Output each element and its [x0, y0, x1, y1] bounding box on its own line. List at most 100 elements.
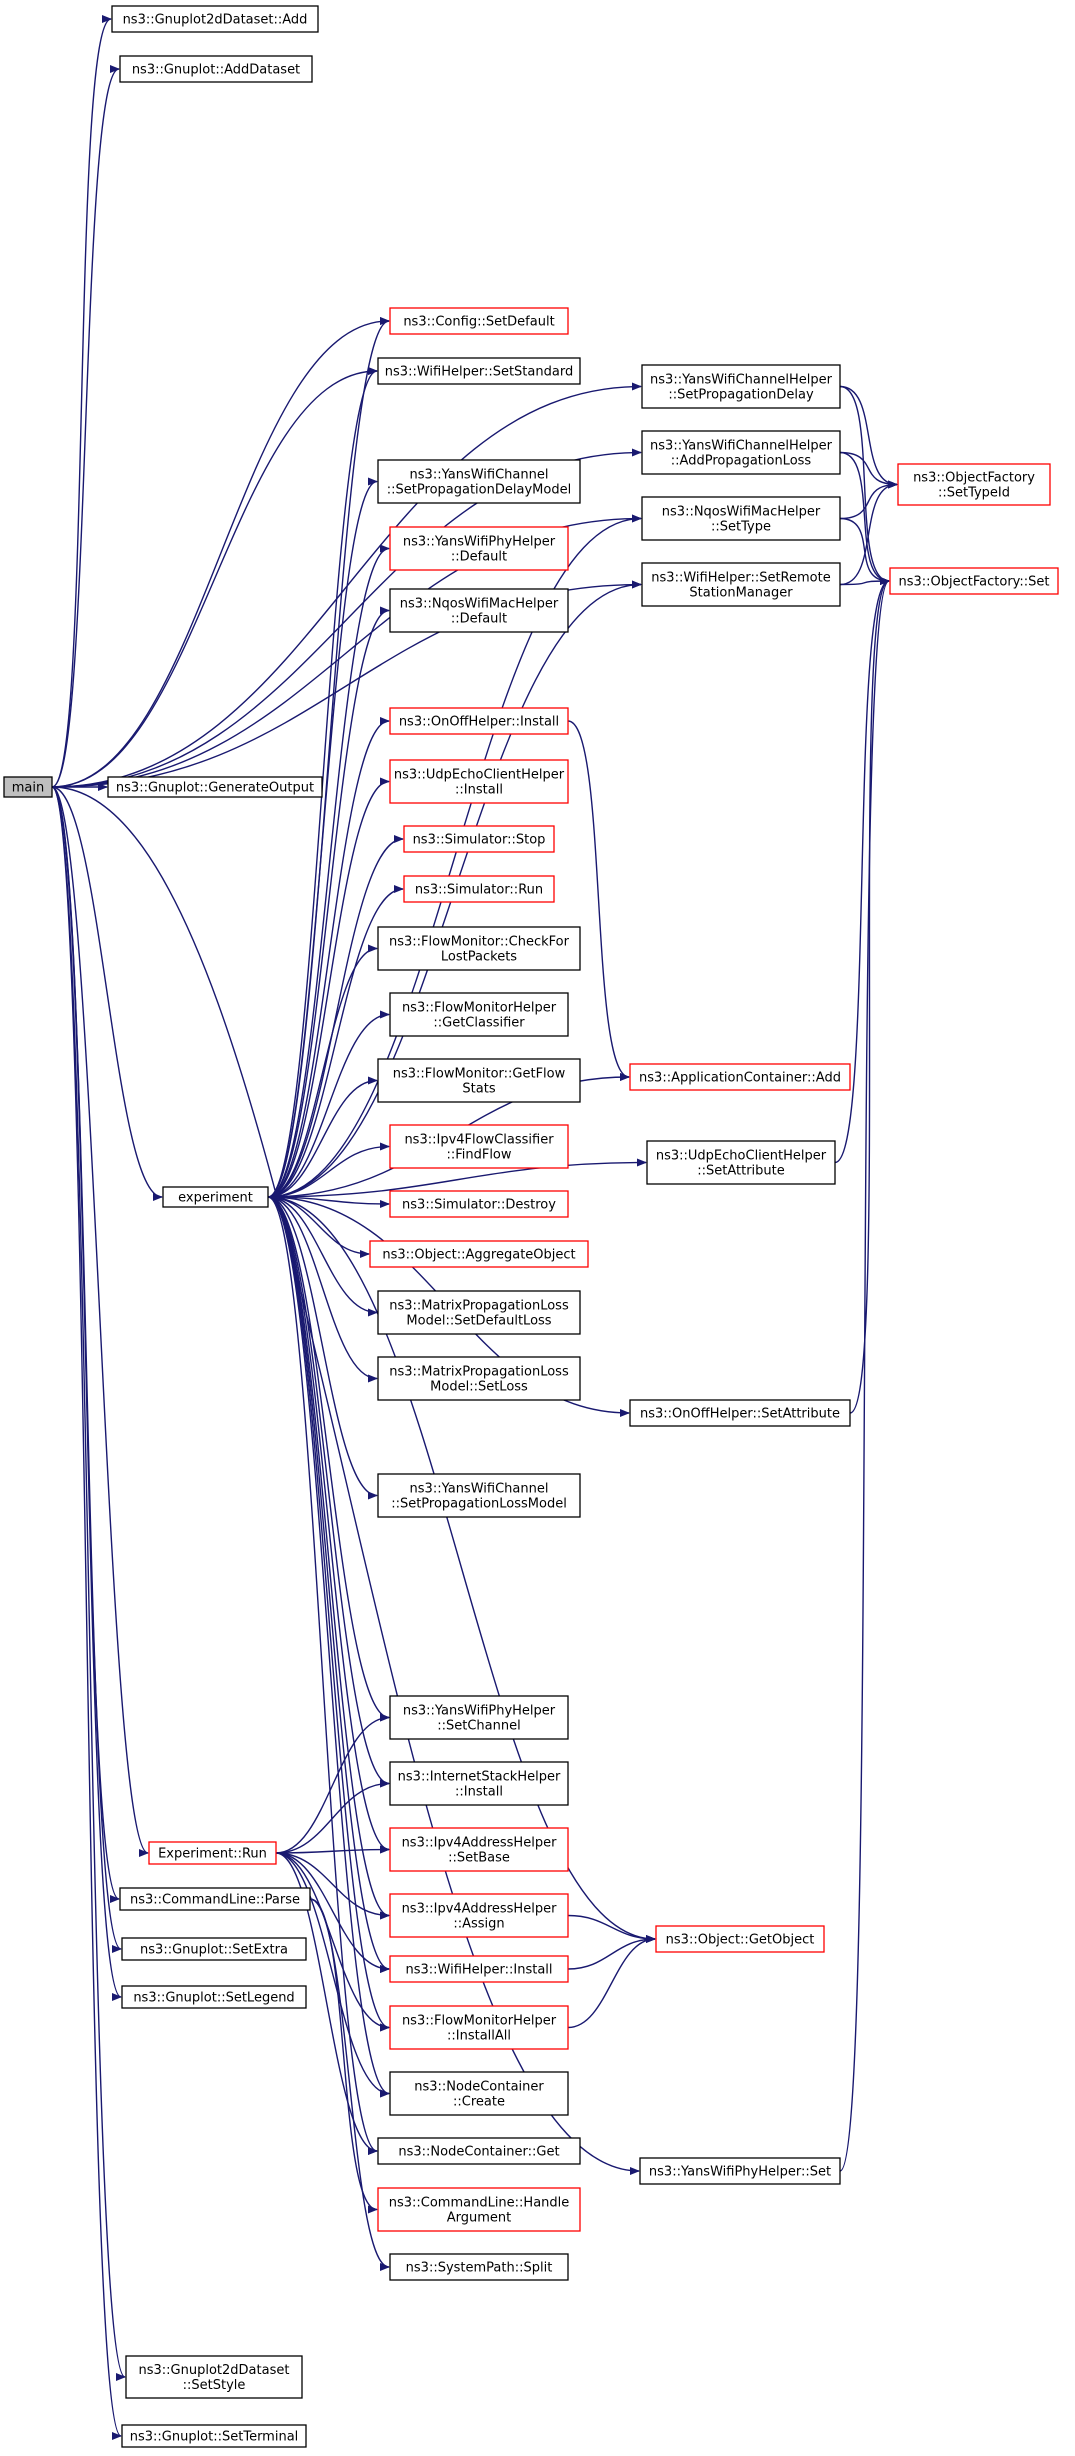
- node-of_set[interactable]: ns3::ObjectFactory::Set: [889, 567, 1059, 595]
- node-g2d_setstyle[interactable]: ns3::Gnuplot2dDataset::SetStyle: [125, 2355, 303, 2399]
- node-exp_run[interactable]: Experiment::Run: [148, 1841, 277, 1865]
- node-main[interactable]: main: [3, 776, 53, 798]
- node-wifi_install[interactable]: ns3::WifiHelper::Install: [389, 1955, 569, 1983]
- edge-main-to-g2d_add: [51, 15, 112, 788]
- node-onoff_install[interactable]: ns3::OnOffHelper::Install: [389, 707, 569, 735]
- edge-experiment-to-udpech_install: [267, 777, 390, 1198]
- node-box: [111, 5, 319, 33]
- node-label: ns3::YansWifiChannel: [410, 1482, 549, 1497]
- node-gp_adddataset[interactable]: ns3::Gnuplot::AddDataset: [119, 55, 313, 83]
- node-box: [107, 776, 323, 798]
- node-ish_install[interactable]: ns3::InternetStackHelper::Install: [389, 1761, 569, 1806]
- node-label: ::SetPropagationDelayModel: [387, 483, 571, 498]
- node-ywc_setpdm[interactable]: ns3::YansWifiChannel::SetPropagationDela…: [377, 459, 581, 504]
- node-box: [641, 562, 841, 607]
- node-ipv4ah_assign[interactable]: ns3::Ipv4AddressHelper::Assign: [389, 1893, 569, 1938]
- edge-experiment-to-ish_install: [267, 1196, 390, 1788]
- edge-experiment-to-sim_stop: [267, 835, 404, 1198]
- node-sim_run[interactable]: ns3::Simulator::Run: [403, 875, 555, 903]
- node-of_settypeid[interactable]: ns3::ObjectFactory::SetTypeId: [897, 463, 1051, 506]
- node-label: ::SetChannel: [437, 1719, 520, 1734]
- node-label: ::Default: [451, 550, 507, 565]
- node-fmh_getclass[interactable]: ns3::FlowMonitorHelper::GetClassifier: [389, 992, 569, 1037]
- node-obj_aggregate[interactable]: ns3::Object::AggregateObject: [369, 1240, 589, 1268]
- node-box: [377, 1473, 581, 1518]
- node-box: [646, 1140, 836, 1185]
- node-label: ns3::MatrixPropagationLoss: [389, 1299, 569, 1314]
- node-udpech_setattr[interactable]: ns3::UdpEchoClientHelper::SetAttribute: [646, 1140, 836, 1185]
- node-label: StationManager: [689, 586, 793, 601]
- edge-main-to-gp_adddataset: [51, 65, 120, 788]
- node-fmh_installall[interactable]: ns3::FlowMonitorHelper::InstallAll: [389, 2005, 569, 2050]
- node-sp_split[interactable]: ns3::SystemPath::Split: [389, 2253, 569, 2281]
- node-ipv4fc_findflow[interactable]: ns3::Ipv4FlowClassifier::FindFlow: [389, 1124, 569, 1169]
- node-sim_stop[interactable]: ns3::Simulator::Stop: [403, 825, 555, 853]
- node-gp_setlegend[interactable]: ns3::Gnuplot::SetLegend: [121, 1985, 307, 2009]
- node-nqos_default[interactable]: ns3::NqosWifiMacHelper::Default: [389, 588, 569, 633]
- edge-exp_run-to-ipv4ah_setbase: [275, 1845, 390, 1854]
- node-label: ::Create: [453, 2095, 505, 2110]
- node-label: ns3::ApplicationContainer::Add: [639, 1071, 841, 1086]
- node-label: ns3::WifiHelper::Install: [405, 1963, 552, 1978]
- node-label: ns3::Simulator::Run: [415, 883, 543, 898]
- node-mplm_setdefloss[interactable]: ns3::MatrixPropagationLossModel::SetDefa…: [377, 1290, 581, 1335]
- node-nc_get[interactable]: ns3::NodeContainer::Get: [377, 2137, 581, 2165]
- edge-experiment-to-nqos_settype: [267, 514, 642, 1198]
- node-cl_parse[interactable]: ns3::CommandLine::Parse: [119, 1887, 311, 1911]
- edge-onoff_setattr-to-of_set: [849, 577, 890, 1414]
- node-box: [3, 776, 53, 798]
- node-ywph_default[interactable]: ns3::YansWifiPhyHelper::Default: [389, 526, 569, 571]
- edge-experiment-to-mplm_setloss: [267, 1196, 378, 1383]
- node-box: [897, 463, 1051, 506]
- node-gp_setextra[interactable]: ns3::Gnuplot::SetExtra: [121, 1937, 307, 1961]
- node-appc_add[interactable]: ns3::ApplicationContainer::Add: [629, 1063, 851, 1091]
- node-ywph_set[interactable]: ns3::YansWifiPhyHelper::Set: [639, 2157, 841, 2185]
- edge-experiment-to-udpech_setattr: [267, 1158, 647, 1198]
- node-label: ::Install: [455, 783, 503, 798]
- node-label: Model::SetLoss: [430, 1380, 528, 1395]
- node-box: [389, 2253, 569, 2281]
- node-sim_destroy[interactable]: ns3::Simulator::Destroy: [389, 1190, 569, 1218]
- node-nc_create[interactable]: ns3::NodeContainer::Create: [389, 2071, 569, 2116]
- node-label: ns3::YansWifiChannelHelper: [650, 373, 833, 388]
- node-ywch_setpd[interactable]: ns3::YansWifiChannelHelper::SetPropagati…: [641, 364, 841, 409]
- node-wifi_setstd[interactable]: ns3::WifiHelper::SetStandard: [377, 357, 581, 385]
- edge-experiment-to-onoff_install: [267, 717, 390, 1198]
- node-gp_setterm[interactable]: ns3::Gnuplot::SetTerminal: [121, 2424, 307, 2448]
- node-label: ::Assign: [453, 1917, 504, 1932]
- edge-main-to-gp_setlegend: [51, 786, 122, 2001]
- node-label: ns3::YansWifiPhyHelper::Set: [649, 2165, 831, 2180]
- edge-wifi_setrsm-to-of_settypeid: [839, 480, 898, 586]
- node-label: ns3::UdpEchoClientHelper: [656, 1149, 827, 1164]
- node-label: ns3::Ipv4AddressHelper: [402, 1902, 558, 1917]
- node-box: [121, 2424, 307, 2448]
- node-ywch_addpl[interactable]: ns3::YansWifiChannelHelper::AddPropagati…: [641, 430, 841, 475]
- node-gp_genout[interactable]: ns3::Gnuplot::GenerateOutput: [107, 776, 323, 798]
- node-box: [655, 1925, 825, 1953]
- node-nqos_settype[interactable]: ns3::NqosWifiMacHelper::SetType: [641, 496, 841, 541]
- node-ywph_setchannel[interactable]: ns3::YansWifiPhyHelper::SetChannel: [389, 1695, 569, 1740]
- node-obj_getobject[interactable]: ns3::Object::GetObject: [655, 1925, 825, 1953]
- node-label: ::FindFlow: [446, 1148, 511, 1163]
- node-experiment[interactable]: experiment: [162, 1186, 269, 1208]
- edge-experiment-to-mplm_setdefloss: [267, 1196, 378, 1317]
- node-box: [641, 430, 841, 475]
- node-udpech_install[interactable]: ns3::UdpEchoClientHelper::Install: [389, 759, 569, 804]
- node-box: [403, 875, 555, 903]
- node-ywc_setplm[interactable]: ns3::YansWifiChannel::SetPropagationLoss…: [377, 1473, 581, 1518]
- edge-experiment-to-ipv4ah_setbase: [267, 1196, 390, 1854]
- node-label: ns3::WifiHelper::SetStandard: [385, 365, 573, 380]
- edge-ywch_setpd-to-of_settypeid: [839, 385, 898, 489]
- node-label: ::GetClassifier: [433, 1016, 525, 1031]
- node-cfg_setdef[interactable]: ns3::Config::SetDefault: [389, 307, 569, 335]
- node-onoff_setattr[interactable]: ns3::OnOffHelper::SetAttribute: [629, 1399, 851, 1427]
- node-ipv4ah_setbase[interactable]: ns3::Ipv4AddressHelper::SetBase: [389, 1827, 569, 1872]
- edge-experiment-to-fm_checklost: [267, 944, 378, 1198]
- node-g2d_add[interactable]: ns3::Gnuplot2dDataset::Add: [111, 5, 319, 33]
- node-label: main: [12, 781, 44, 796]
